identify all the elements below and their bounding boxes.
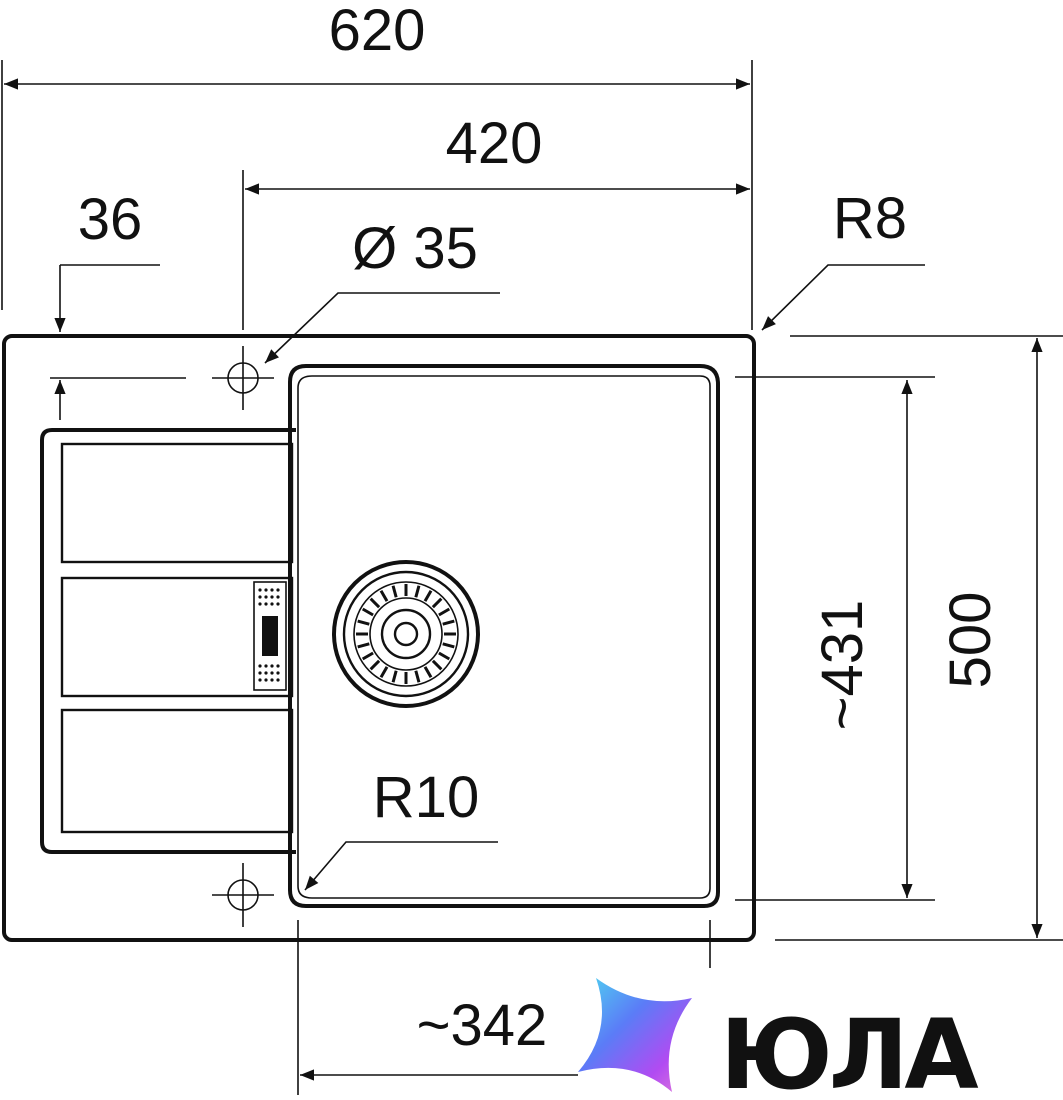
dimension-overall-depth: 500 xyxy=(938,338,1043,938)
drain-slot xyxy=(423,666,433,679)
dimension-drainer-width: ~342 xyxy=(300,993,578,1081)
brand-logo: ЮЛА xyxy=(578,978,982,1100)
dimension-overall-width: 620 xyxy=(4,0,750,90)
drain-slot xyxy=(369,597,381,609)
drain-slot xyxy=(431,659,443,671)
drain-slot xyxy=(379,589,389,602)
outer-radius-label: R8 xyxy=(833,186,907,251)
drain-slot xyxy=(379,666,389,679)
dimension-bowl-depth: ~431 xyxy=(810,380,913,898)
drain-slot xyxy=(357,642,370,649)
dimension-inner-radius: R10 xyxy=(304,765,498,891)
drainer-rib-3 xyxy=(60,708,294,834)
drain-slot xyxy=(361,651,374,661)
drain-slot xyxy=(414,670,421,683)
brand-star-icon xyxy=(578,978,692,1092)
drain-slot xyxy=(391,670,398,683)
tap-hole-label: Ø 35 xyxy=(352,216,478,281)
drain-slot xyxy=(423,589,433,602)
dimension-bowl-width: 420 xyxy=(245,111,750,195)
bowl-outline xyxy=(288,364,720,908)
tap-hole-marker-top xyxy=(212,346,274,410)
sink-outline xyxy=(2,334,756,942)
bowl-depth-label: ~431 xyxy=(810,600,875,731)
drainer-rib-1 xyxy=(60,442,294,564)
brand-name: ЮЛА xyxy=(720,999,978,1100)
drainer-rib-2 xyxy=(60,576,294,698)
drainer-width-label: ~342 xyxy=(417,993,548,1058)
sink-outer-edge xyxy=(2,334,756,942)
drainer-area xyxy=(40,428,296,854)
drain-slot xyxy=(414,585,421,598)
overflow-grille xyxy=(253,581,287,691)
drain-slot xyxy=(438,607,451,617)
extension-lines xyxy=(1,60,1063,1095)
drain-slot xyxy=(357,619,370,626)
drain-slot xyxy=(391,585,398,598)
drain-slot xyxy=(431,597,443,609)
dimension-edge-offset: 36 xyxy=(50,187,186,420)
dimension-tap-hole: Ø 35 xyxy=(264,216,500,364)
tap-hole-marker-bottom xyxy=(212,863,274,927)
drain-slot xyxy=(361,607,374,617)
drain-slot xyxy=(442,642,455,649)
dimension-outer-radius: R8 xyxy=(761,186,925,331)
drain-slot xyxy=(438,651,451,661)
edge-offset-label: 36 xyxy=(78,187,143,252)
inner-radius-label: R10 xyxy=(373,765,479,830)
drain-slot xyxy=(442,619,455,626)
overall-depth-label: 500 xyxy=(938,592,1003,689)
drain-slot xyxy=(369,659,381,671)
drain-strainer xyxy=(332,560,480,708)
overall-width-label: 620 xyxy=(329,0,426,63)
bowl-width-label: 420 xyxy=(446,111,543,176)
